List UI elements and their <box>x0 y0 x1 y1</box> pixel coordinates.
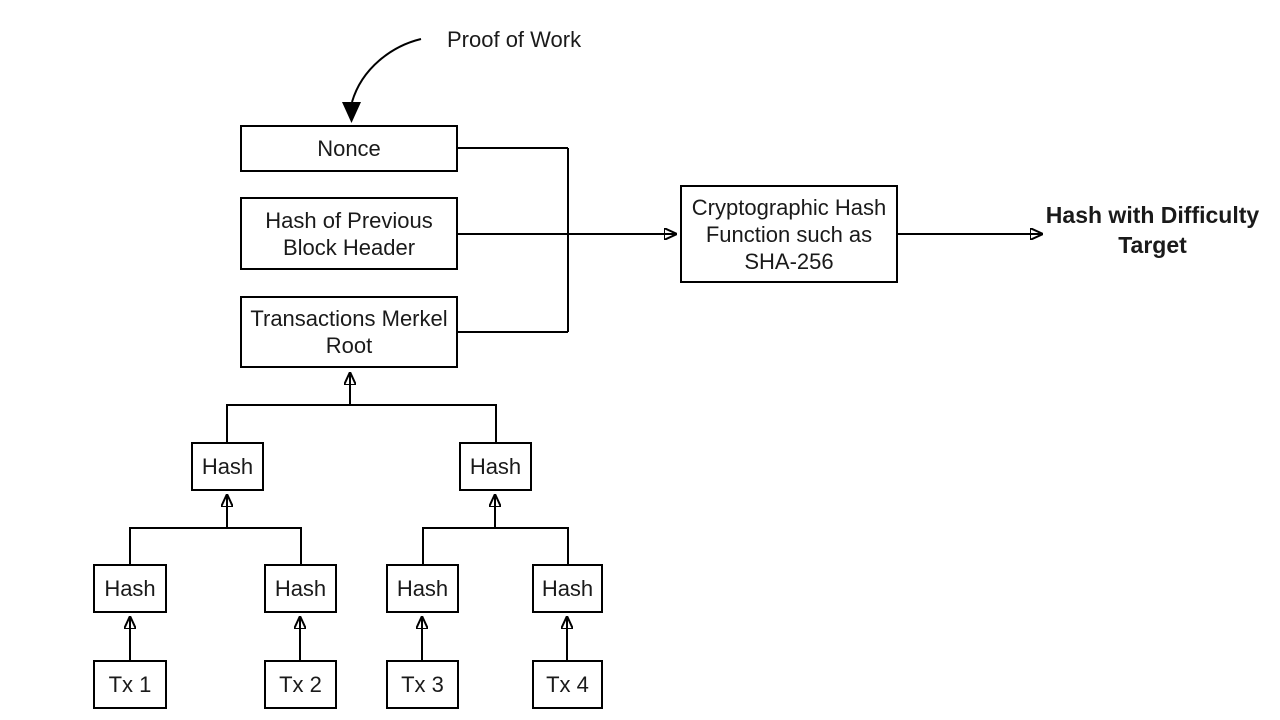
hash-output-label: Hash with Difficulty Target <box>1045 202 1260 258</box>
merkle-root-box: Transactions Merkel Root <box>240 296 458 368</box>
merkle-level3-hash-4-box: Hash <box>532 564 603 613</box>
merkle-level3-hash-2-box: Hash <box>264 564 337 613</box>
merkle-level2-bracket <box>226 404 497 442</box>
tx1-box: Tx 1 <box>93 660 167 709</box>
hash-function-box: Cryptographic Hash Function such as SHA-… <box>680 185 898 283</box>
proof-of-work-arrowhead-icon <box>342 102 361 123</box>
level2-left-bracket <box>129 527 302 564</box>
merkle-level2-hash-left-box: Hash <box>191 442 264 491</box>
prev-block-hash-box: Hash of Previous Block Header <box>240 197 458 270</box>
level2-right-bracket <box>422 527 569 564</box>
nonce-box: Nonce <box>240 125 458 172</box>
tx4-box: Tx 4 <box>532 660 603 709</box>
merkle-level2-hash-right-box: Hash <box>459 442 532 491</box>
proof-of-work-label: Proof of Work <box>447 27 582 52</box>
merkle-level3-hash-3-box: Hash <box>386 564 459 613</box>
tx2-box: Tx 2 <box>264 660 337 709</box>
proof-of-work-arrow-curve <box>351 38 422 103</box>
tx3-box: Tx 3 <box>386 660 459 709</box>
merkle-level3-hash-1-box: Hash <box>93 564 167 613</box>
